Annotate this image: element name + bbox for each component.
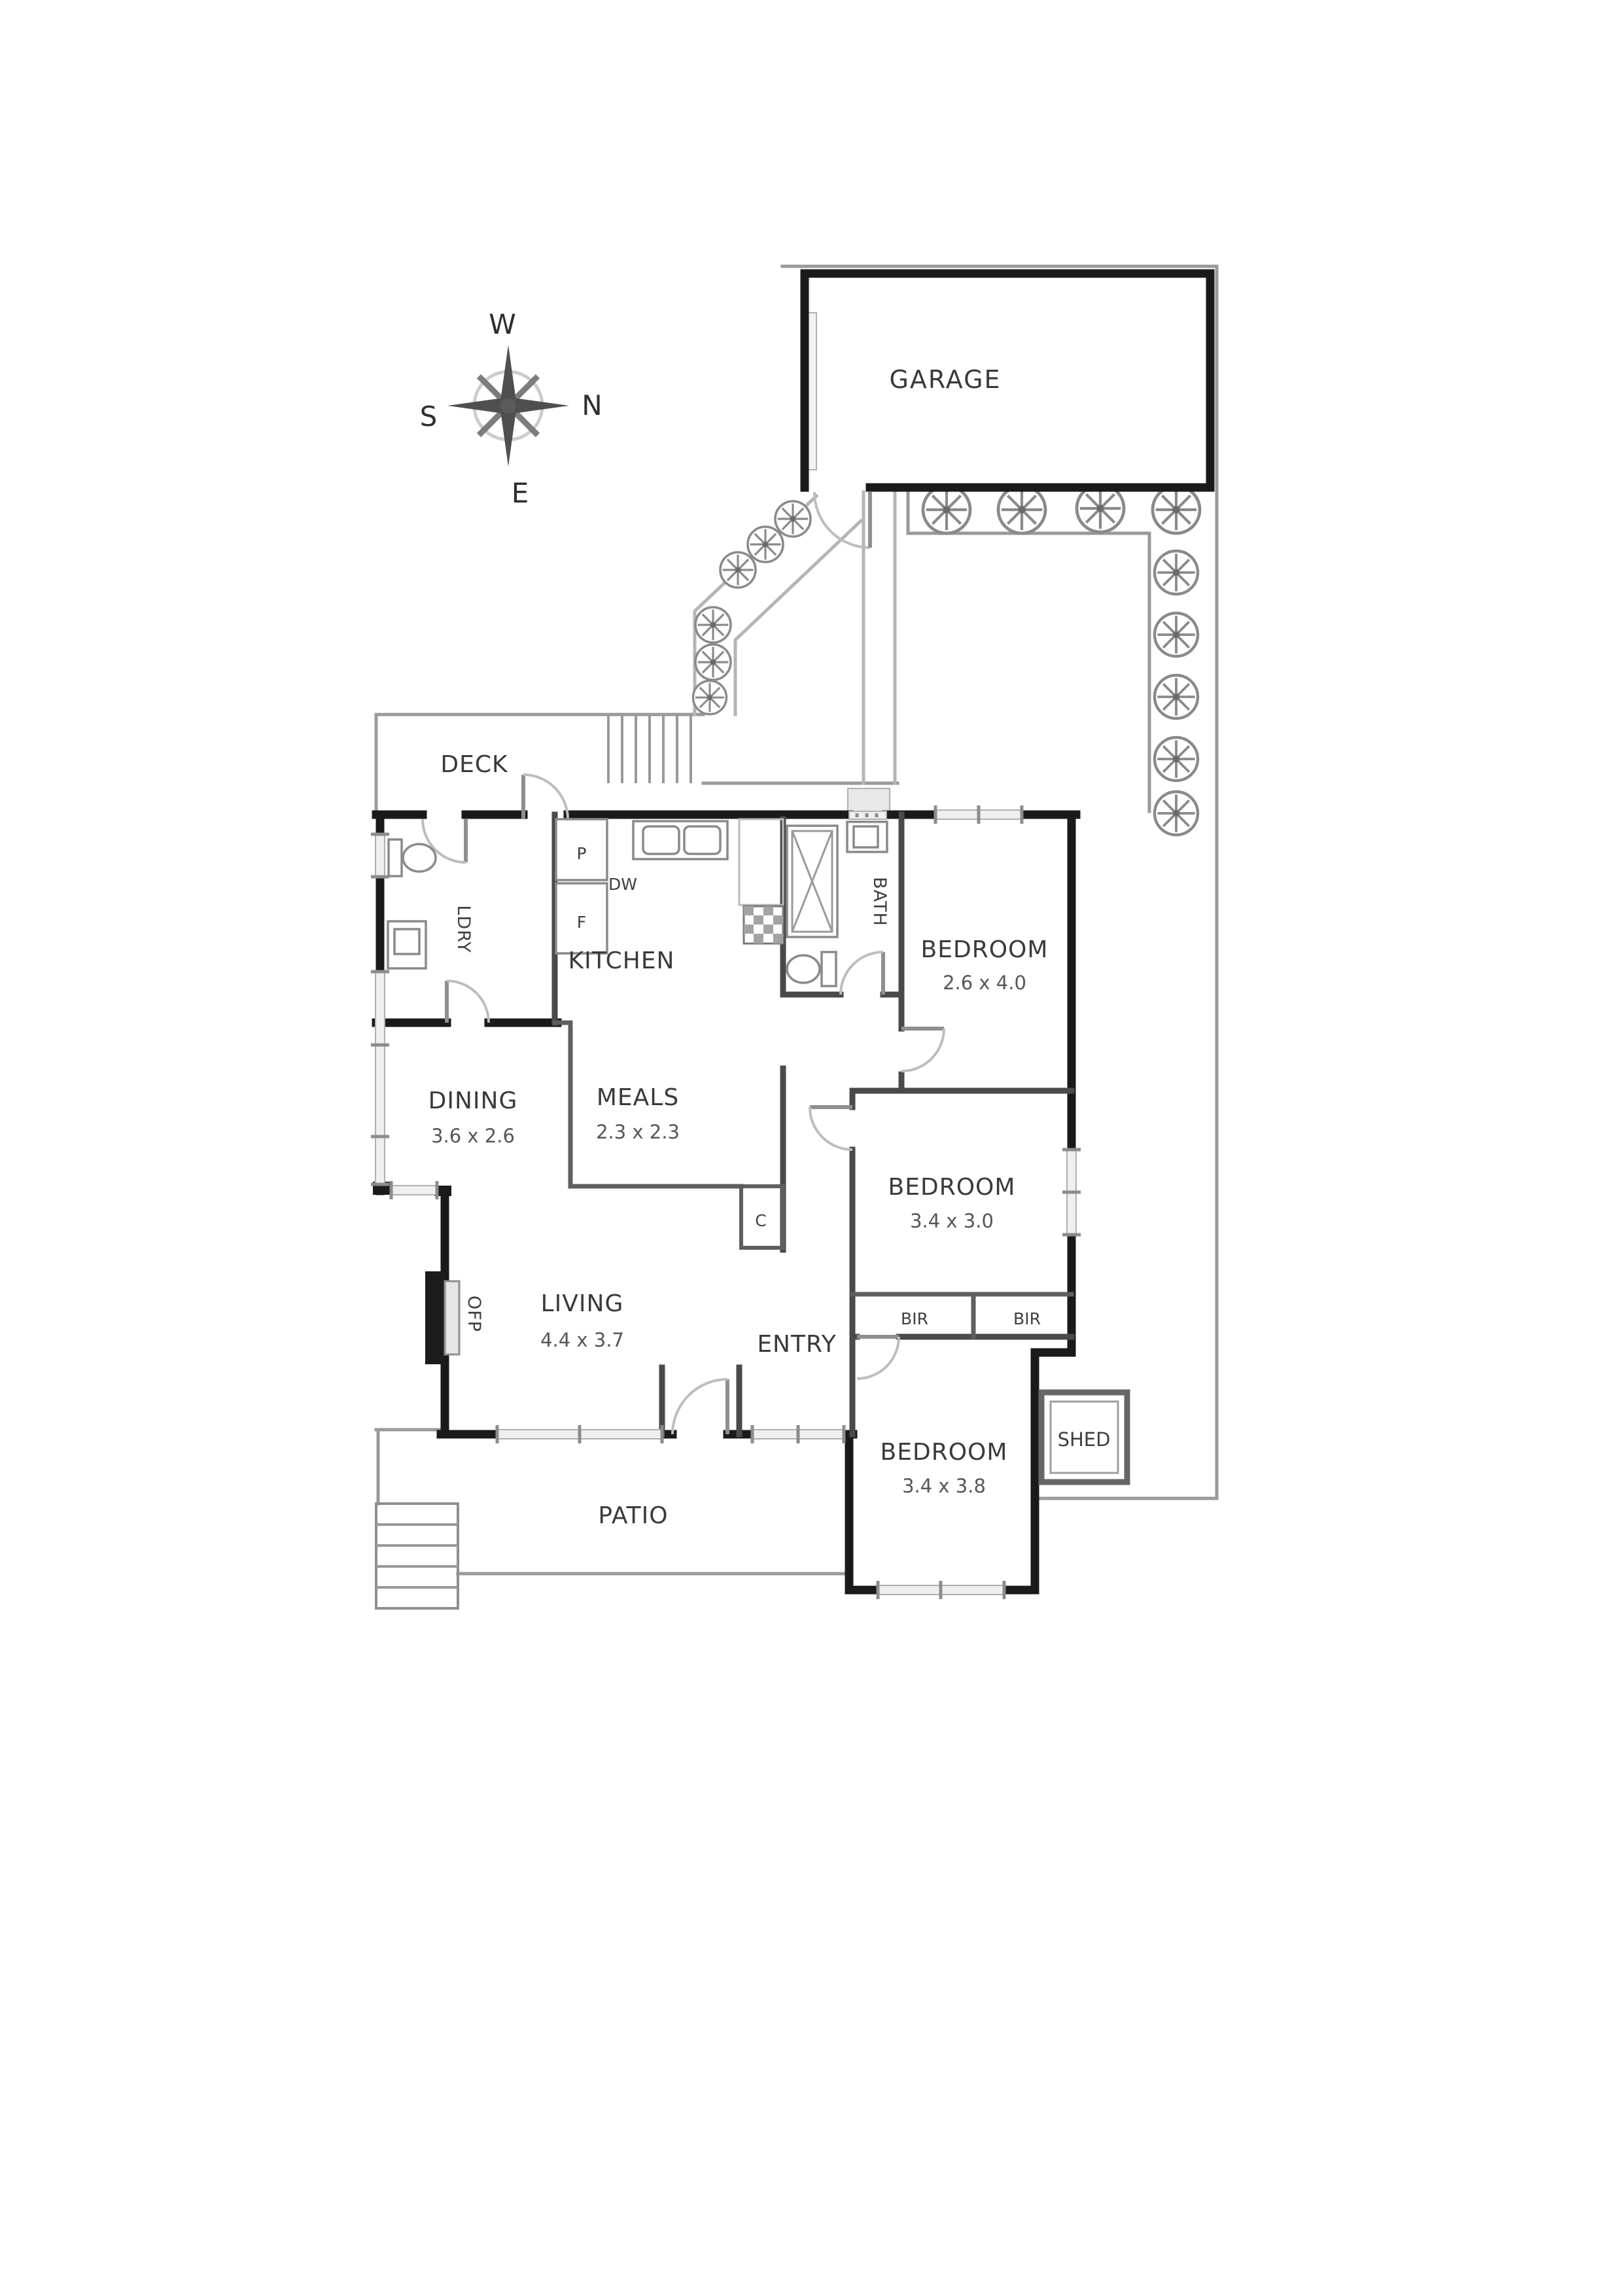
window: [389, 1181, 439, 1199]
tree-icon: [1155, 613, 1198, 656]
compass-north-label: N: [582, 389, 602, 421]
living-dims: 4.4 x 3.7: [540, 1329, 624, 1351]
bedroom3-door: [856, 1335, 900, 1380]
tree-icon: [1077, 485, 1124, 532]
window: [371, 832, 389, 879]
window: [495, 1425, 664, 1443]
pantry-cupboard: [555, 818, 608, 881]
window: [371, 970, 389, 1186]
meals-label: MEALS: [597, 1084, 679, 1111]
bir-label: BIR: [1013, 1309, 1041, 1328]
bedroom2-dims: 3.4 x 3.0: [910, 1210, 994, 1232]
toilet-icon: [387, 838, 437, 877]
compass-east-label: E: [512, 477, 529, 509]
bedroom1-label: BEDROOM: [921, 936, 1049, 963]
interior-walls: [551, 811, 1075, 1438]
deck-label: DECK: [440, 751, 508, 778]
living-label: LIVING: [541, 1290, 624, 1317]
doors: [421, 773, 945, 1435]
bath-door: [839, 951, 885, 995]
tree-icon: [1153, 486, 1200, 533]
laundry-internal-door: [445, 980, 490, 1023]
window: [876, 1581, 1006, 1599]
dishwasher-label: DW: [608, 875, 637, 894]
sink-icon: [632, 820, 729, 860]
windows: [371, 805, 1081, 1599]
tree-icon: [746, 525, 784, 563]
fireplace-icon: [425, 1271, 461, 1364]
laundry-label: LDRY: [453, 905, 474, 953]
bedroom2-label: BEDROOM: [888, 1174, 1016, 1201]
dining-dims: 3.6 x 2.6: [431, 1125, 515, 1147]
tree-icon: [998, 486, 1045, 533]
tree-icon: [1155, 551, 1198, 594]
cupboard: [739, 1184, 785, 1250]
garage-door-arc: [813, 491, 871, 549]
bathtub-icon: [786, 824, 839, 938]
shed-label: SHED: [1058, 1428, 1111, 1451]
exterior-walls: [372, 810, 1081, 1595]
cupboard-label: C: [755, 1211, 766, 1230]
bedroom1-dims: 2.6 x 4.0: [943, 972, 1026, 994]
tree-icon: [694, 606, 732, 644]
kitchen-label: KITCHEN: [568, 947, 675, 974]
window: [750, 1425, 846, 1443]
bedroom1-door: [901, 1027, 945, 1072]
bedroom3-dims: 3.4 x 3.8: [902, 1475, 986, 1497]
bedroom3-label: BEDROOM: [881, 1439, 1008, 1466]
fireplace-label: OFP: [464, 1296, 484, 1332]
laundry-external-door: [421, 819, 468, 864]
laundry-trough-icon: [387, 920, 427, 970]
bir-label: BIR: [901, 1309, 928, 1328]
garage-label: GARAGE: [889, 365, 1001, 394]
deck-door: [521, 773, 569, 820]
compass-south-label: S: [420, 400, 438, 433]
tree-icon: [694, 643, 732, 681]
tree-icon: [923, 486, 970, 533]
entry-label: ENTRY: [757, 1331, 836, 1358]
tree-icon: [1155, 675, 1198, 718]
kitchen-bench: [738, 818, 784, 906]
front-door: [671, 1378, 729, 1435]
garden-path: [693, 490, 897, 785]
compass-west-label: W: [489, 308, 516, 340]
window: [934, 805, 1024, 824]
tree-icon: [719, 551, 757, 589]
bedroom2-door: [809, 1105, 853, 1151]
deck-stairs-icon: [607, 715, 692, 783]
patio-steps-icon: [375, 1502, 459, 1610]
tree-icon: [774, 500, 812, 538]
deck: DECK: [440, 715, 890, 814]
dining-label: DINING: [428, 1087, 518, 1114]
room-labels: LDRY P F DW KITCHEN BATH BEDROOM 2.6 x 4…: [428, 844, 1111, 1529]
compass-icon: W N S E: [420, 308, 602, 509]
garage: GARAGE: [800, 269, 1215, 549]
tree-icon: [1155, 792, 1198, 835]
shed: [1038, 1389, 1130, 1485]
tree-icon: [1155, 737, 1198, 781]
patio-label: PATIO: [598, 1502, 668, 1529]
window: [1062, 1148, 1081, 1237]
meals-dims: 2.3 x 2.3: [596, 1121, 680, 1143]
rear-door-band: [848, 811, 887, 820]
fridge-label: F: [577, 913, 586, 932]
fixtures: [375, 818, 1130, 1610]
toilet-icon: [786, 951, 837, 987]
pantry-label: P: [576, 844, 586, 863]
vanity-icon: [846, 821, 888, 853]
tree-icon: [691, 679, 728, 716]
rear-step: [847, 788, 890, 814]
bath-label: BATH: [869, 877, 890, 927]
fridge-space: [555, 882, 608, 955]
cooktop-icon: [742, 905, 784, 945]
